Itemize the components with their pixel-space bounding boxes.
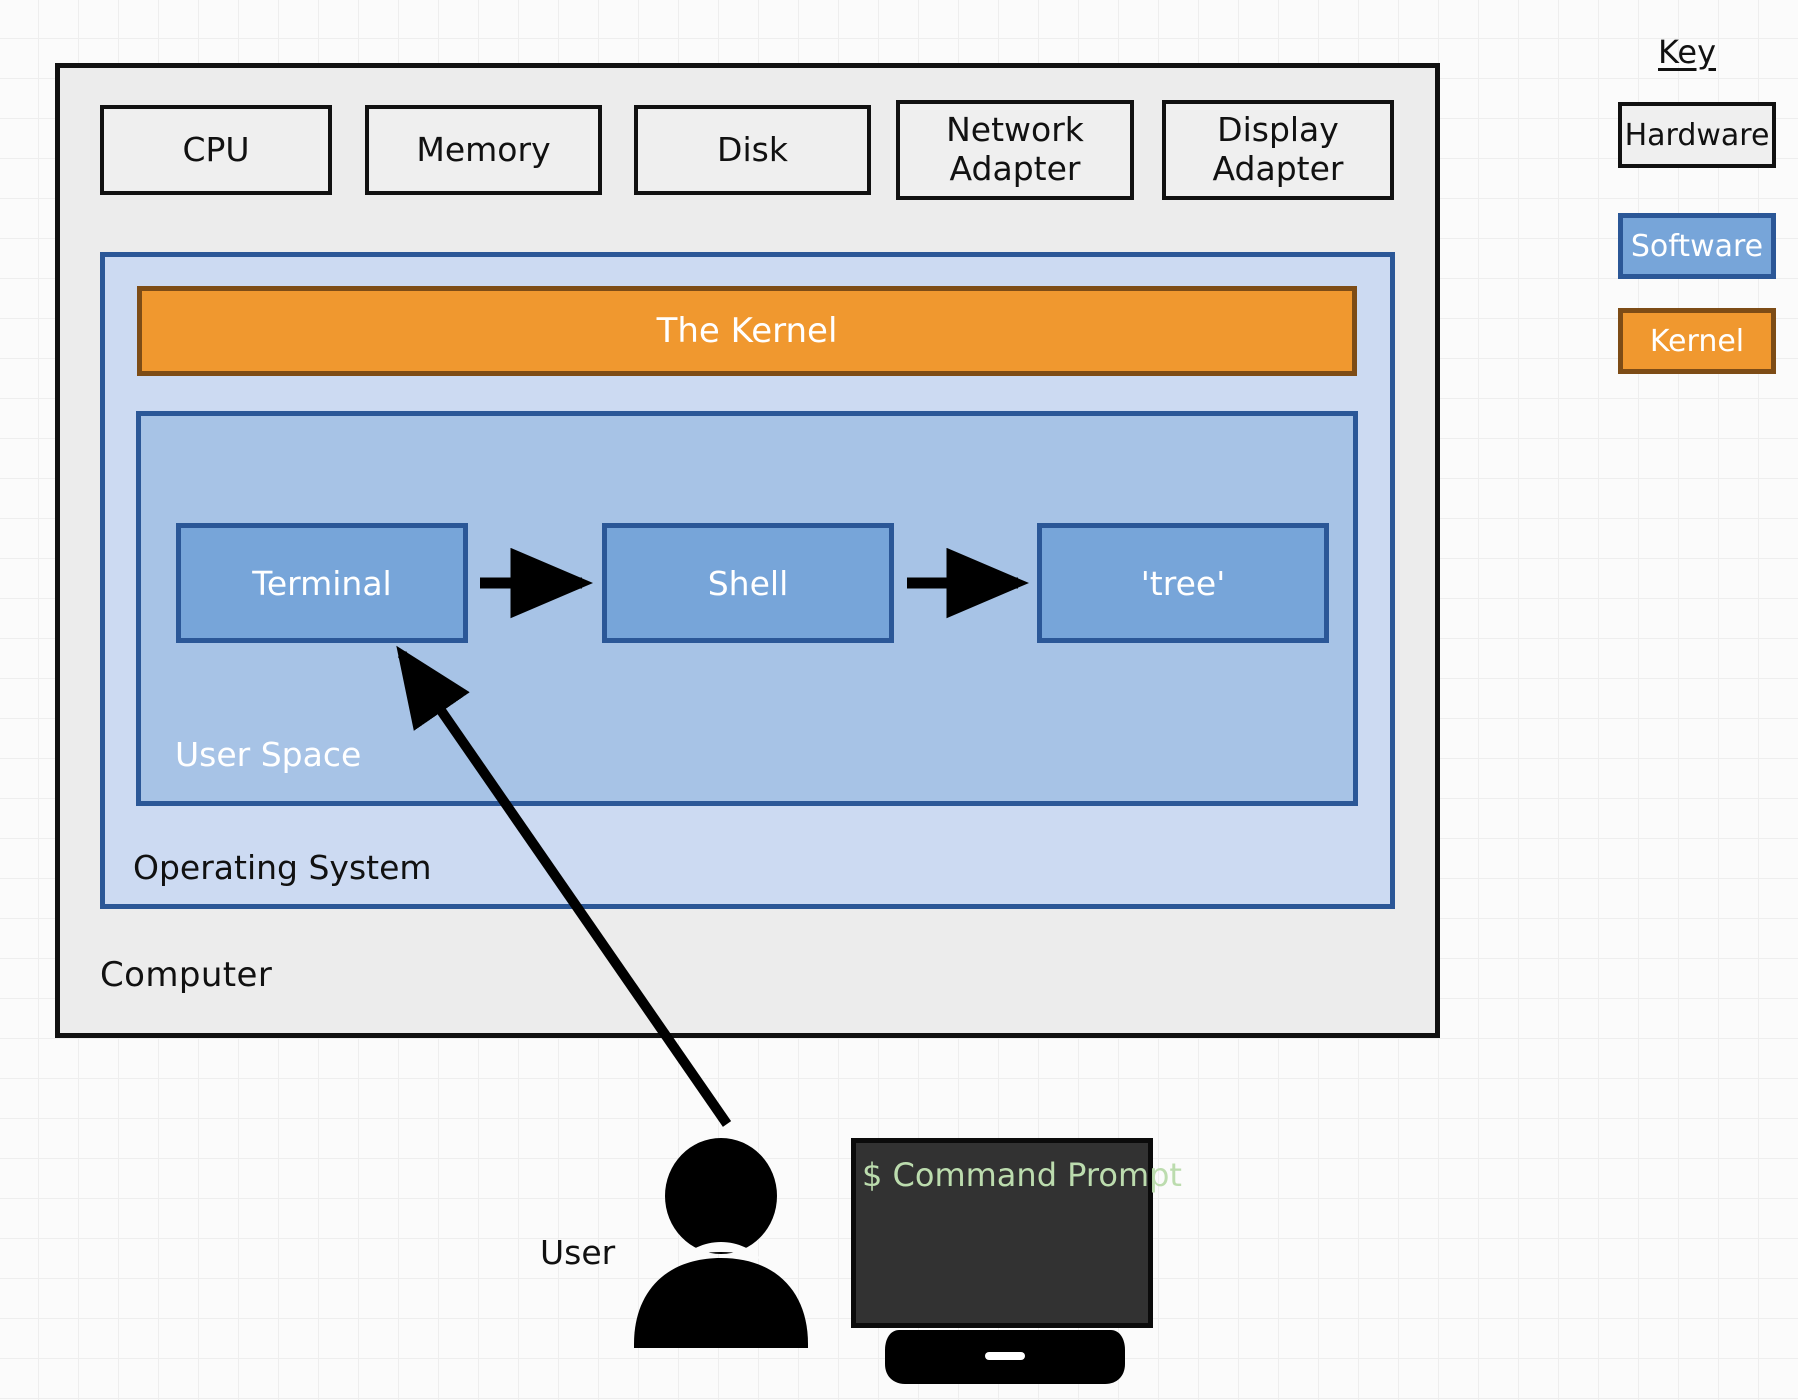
process-box-terminal[interactable]: Terminal: [176, 523, 468, 643]
key-item-label: Hardware: [1624, 117, 1770, 153]
hardware-box-display-adapter[interactable]: Display Adapter: [1162, 100, 1394, 200]
key-item-label: Kernel: [1649, 323, 1745, 359]
process-box-shell[interactable]: Shell: [602, 523, 894, 643]
user-space-label: User Space: [175, 735, 362, 774]
process-label: Shell: [707, 563, 789, 603]
person-icon: [634, 1138, 808, 1348]
hardware-box-cpu[interactable]: CPU: [100, 105, 332, 195]
key-item-kernel: Kernel: [1618, 308, 1776, 374]
hardware-label: Memory: [416, 129, 551, 169]
kernel-box[interactable]: The Kernel: [137, 286, 1357, 376]
hardware-box-network-adapter[interactable]: Network Adapter: [896, 100, 1134, 200]
key-item-software: Software: [1618, 213, 1776, 279]
process-label: 'tree': [1140, 563, 1226, 603]
computer-label: Computer: [100, 955, 273, 995]
hardware-label: CPU: [182, 129, 250, 169]
key-item-hardware: Hardware: [1618, 102, 1776, 168]
kernel-label: The Kernel: [656, 311, 838, 351]
monitor-stand: [885, 1330, 1125, 1384]
hardware-box-memory[interactable]: Memory: [365, 105, 602, 195]
key-item-label: Software: [1630, 228, 1764, 264]
user-label: User: [540, 1233, 616, 1272]
monitor-screen-text: $ Command Prompt: [862, 1156, 1182, 1194]
key-title: Key: [1658, 33, 1717, 71]
process-label: Terminal: [252, 563, 392, 603]
hardware-box-disk[interactable]: Disk: [634, 105, 871, 195]
operating-system-label: Operating System: [133, 848, 432, 887]
hardware-label: Disk: [717, 129, 788, 169]
process-box-tree[interactable]: 'tree': [1037, 523, 1329, 643]
hardware-label: Network Adapter: [946, 110, 1084, 188]
monitor-icon[interactable]: $ Command Prompt: [851, 1138, 1182, 1328]
hardware-label: Display Adapter: [1212, 110, 1344, 188]
